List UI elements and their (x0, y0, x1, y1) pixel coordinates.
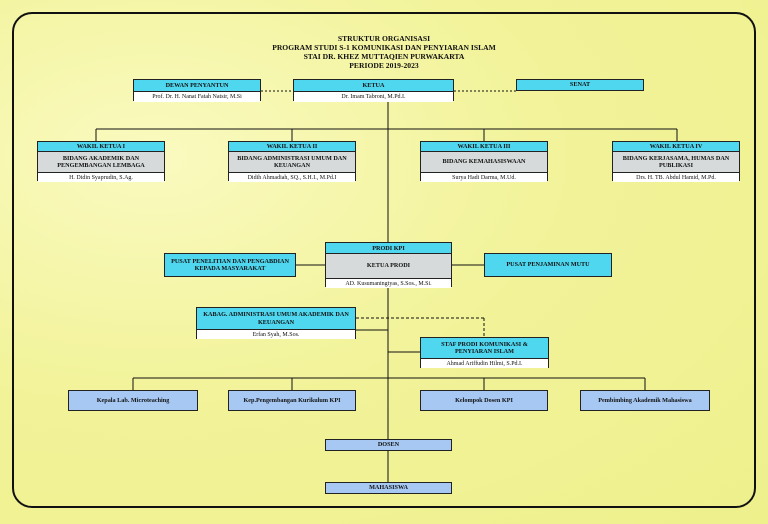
title-line-4: PERIODE 2019-2023 (349, 61, 419, 70)
unit-lab-microteaching: Kepala Lab. Microteaching (68, 390, 198, 411)
staf-prodi-box: STAF PRODI KOMUNIKASI & PENYIARAN ISLAM … (420, 337, 549, 368)
staf-role: STAF PRODI KOMUNIKASI & PENYIARAN ISLAM (421, 338, 548, 359)
pusat-penjaminan-mutu-box: PUSAT PENJAMINAN MUTU (484, 253, 612, 277)
unit-pengembangan-kurikulum: Kep.Pengembangan Kurikulum KPI (228, 390, 356, 411)
dewan-name: Prof. Dr. H. Nanat Fatah Natsir, M.Si (134, 92, 260, 102)
wakil1-role: WAKIL KETUA I (38, 142, 164, 152)
kabag-name: Erfan Syah, M.Sos. (197, 330, 355, 339)
kabag-role: KABAG. ADMINISTRASI UMUM AKADEMIK DAN KE… (197, 308, 355, 330)
wakil1-field: BIDANG AKADEMIK DAN PENGEMBANGAN LEMBAGA (38, 152, 164, 173)
wakil3-field: BIDANG KEMAHASISWAAN (421, 152, 547, 173)
wakil2-role: WAKIL KETUA II (229, 142, 355, 152)
mahasiswa-box: MAHASISWA (325, 482, 452, 494)
dewan-penyantun-box: DEWAN PENYANTUN Prof. Dr. H. Nanat Fatah… (133, 79, 261, 102)
wakil1-name: H. Didin Syaprudin, S.Ag. (38, 173, 164, 182)
chart-frame (12, 12, 756, 508)
wakil2-field: BIDANG ADMINISTRASI UMUM DAN KEUANGAN (229, 152, 355, 173)
ketua-box: KETUA Dr. Imam Tabroni, M.Pd.I. (293, 79, 454, 102)
kabag-box: KABAG. ADMINISTRASI UMUM AKADEMIK DAN KE… (196, 307, 356, 339)
unit-kelompok-dosen: Kelompok Dosen KPI (420, 390, 548, 411)
prodi-field: KETUA PRODI (326, 254, 451, 279)
prodi-kpi-box: PRODI KPI KETUA PRODI AD. Kusumaningtyas… (325, 242, 452, 288)
wakil3-role: WAKIL KETUA III (421, 142, 547, 152)
wakil-ketua-4-box: WAKIL KETUA IV BIDANG KERJASAMA, HUMAS D… (612, 141, 740, 182)
senat-box: SENAT (516, 79, 644, 91)
wakil-ketua-3-box: WAKIL KETUA III BIDANG KEMAHASISWAAN Sur… (420, 141, 548, 182)
dewan-role: DEWAN PENYANTUN (134, 80, 260, 92)
staf-name: Ahmad Ariffudin Hilmi, S.Pd.I. (421, 359, 548, 368)
ketua-role: KETUA (294, 80, 453, 92)
wakil4-name: Drs. H. TB. Abdul Hamid, M.Pd. (613, 173, 739, 182)
wakil4-role: WAKIL KETUA IV (613, 142, 739, 152)
title-line-3: STAI DR. KHEZ MUTTAQIEN PURWAKARTA (303, 52, 465, 61)
wakil3-name: Surya Hadi Darma, M.Ud. (421, 173, 547, 182)
wakil2-name: Didih Ahmadiah, SQ., S.H.I., M.Pd.I (229, 173, 355, 182)
ketua-name: Dr. Imam Tabroni, M.Pd.I. (294, 92, 453, 102)
wakil-ketua-2-box: WAKIL KETUA II BIDANG ADMINISTRASI UMUM … (228, 141, 356, 182)
prodi-name: AD. Kusumaningtyas, S.Sos., M.Si. (326, 279, 451, 288)
pusat-penelitian-box: PUSAT PENELITIAN DAN PENGABDIAN KEPADA M… (164, 253, 296, 277)
prodi-role: PRODI KPI (326, 243, 451, 254)
title-line-1: STRUKTUR ORGANISASI (337, 34, 431, 43)
title-line-2: PROGRAM STUDI S-1 KOMUNIKASI DAN PENYIAR… (272, 43, 496, 52)
wakil-ketua-1-box: WAKIL KETUA I BIDANG AKADEMIK DAN PENGEM… (37, 141, 165, 182)
dosen-box: DOSEN (325, 439, 452, 451)
wakil4-field: BIDANG KERJASAMA, HUMAS DAN PUBLIKASI (613, 152, 739, 173)
unit-pembimbing-akademik: Pembimbing Akademik Mahasiswa (580, 390, 710, 411)
